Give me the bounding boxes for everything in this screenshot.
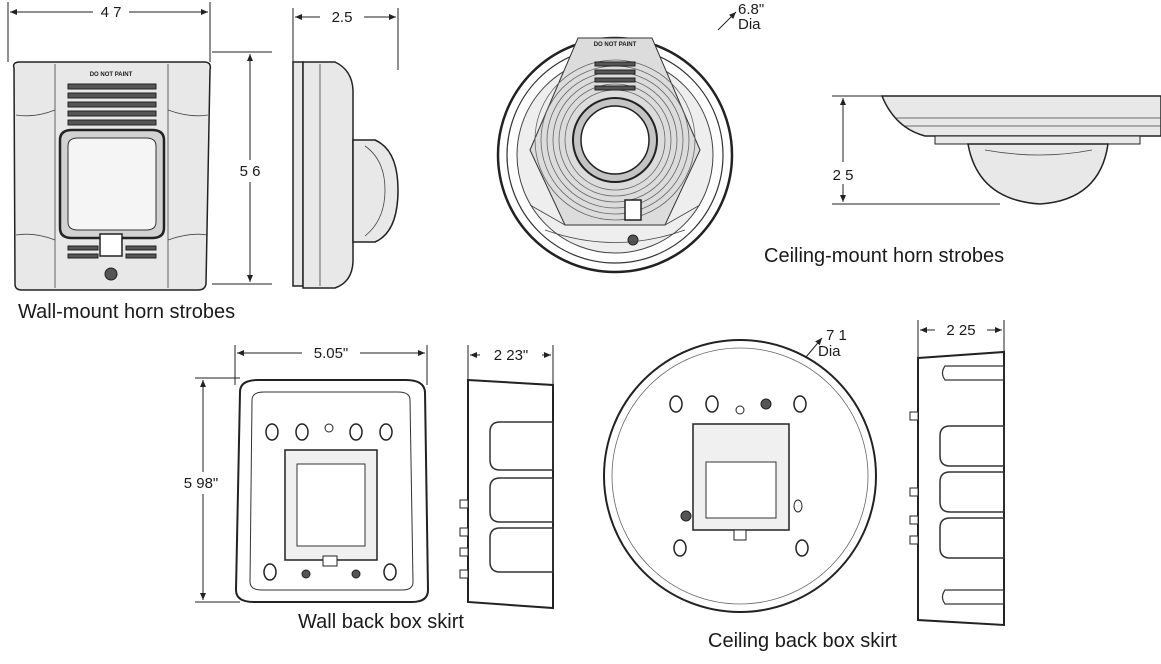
ceiling-height-dim: 2 5 xyxy=(833,167,854,184)
skirt-depth-dim: 2 23" xyxy=(494,347,529,364)
ceiling-strobe-front: DO NOT PAINT 6.8" Dia xyxy=(496,1,764,274)
wall-skirt-front: 5.05" 5 98" xyxy=(170,343,430,603)
wall-skirt-side: 2 23" xyxy=(459,345,554,610)
wall-skirt-caption: Wall back box skirt xyxy=(298,611,464,633)
ceiling-strobe-grille xyxy=(594,61,636,91)
ceiling-skirt-dia-label: Dia xyxy=(818,343,841,360)
wall-strobe-side: 2.5 xyxy=(292,8,399,289)
ceiling-skirt-front: 7 1 Dia xyxy=(603,327,877,613)
ceiling-dia-label: Dia xyxy=(738,16,761,33)
wall-strobe-front: 4 7 DO NOT PAINT 5 6 xyxy=(7,2,272,291)
wall-strobe-label: DO NOT PAINT xyxy=(90,72,133,78)
wall-strobe-lower-grille xyxy=(67,245,157,259)
ceiling-skirt-keyholes-top xyxy=(669,395,807,415)
wall-depth-dim: 2.5 xyxy=(332,9,353,26)
wall-mount-caption: Wall-mount horn strobes xyxy=(18,301,235,323)
wall-strobe-grille xyxy=(67,83,157,126)
ceiling-dia-dim: 6.8" xyxy=(738,1,764,18)
ceiling-skirt-side: 2 25 xyxy=(909,320,1005,627)
skirt-keyholes-top xyxy=(265,423,393,441)
ceiling-skirt-depth-dim: 2 25 xyxy=(946,322,975,339)
skirt-keyholes-bottom xyxy=(263,563,397,581)
wall-height-dim: 5 6 xyxy=(240,163,261,180)
ceiling-strobe-label: DO NOT PAINT xyxy=(594,42,637,48)
wall-width-dim: 4 7 xyxy=(101,4,122,21)
ceiling-mount-caption: Ceiling-mount horn strobes xyxy=(764,245,1004,267)
skirt-height-dim: 5 98" xyxy=(184,475,219,492)
ceiling-skirt-dia-dim: 7 1 xyxy=(826,327,847,344)
ceiling-skirt-caption: Ceiling back box skirt xyxy=(708,630,897,652)
skirt-width-dim: 5.05" xyxy=(314,345,349,362)
ceiling-strobe-side: 2 5 xyxy=(830,95,1161,205)
